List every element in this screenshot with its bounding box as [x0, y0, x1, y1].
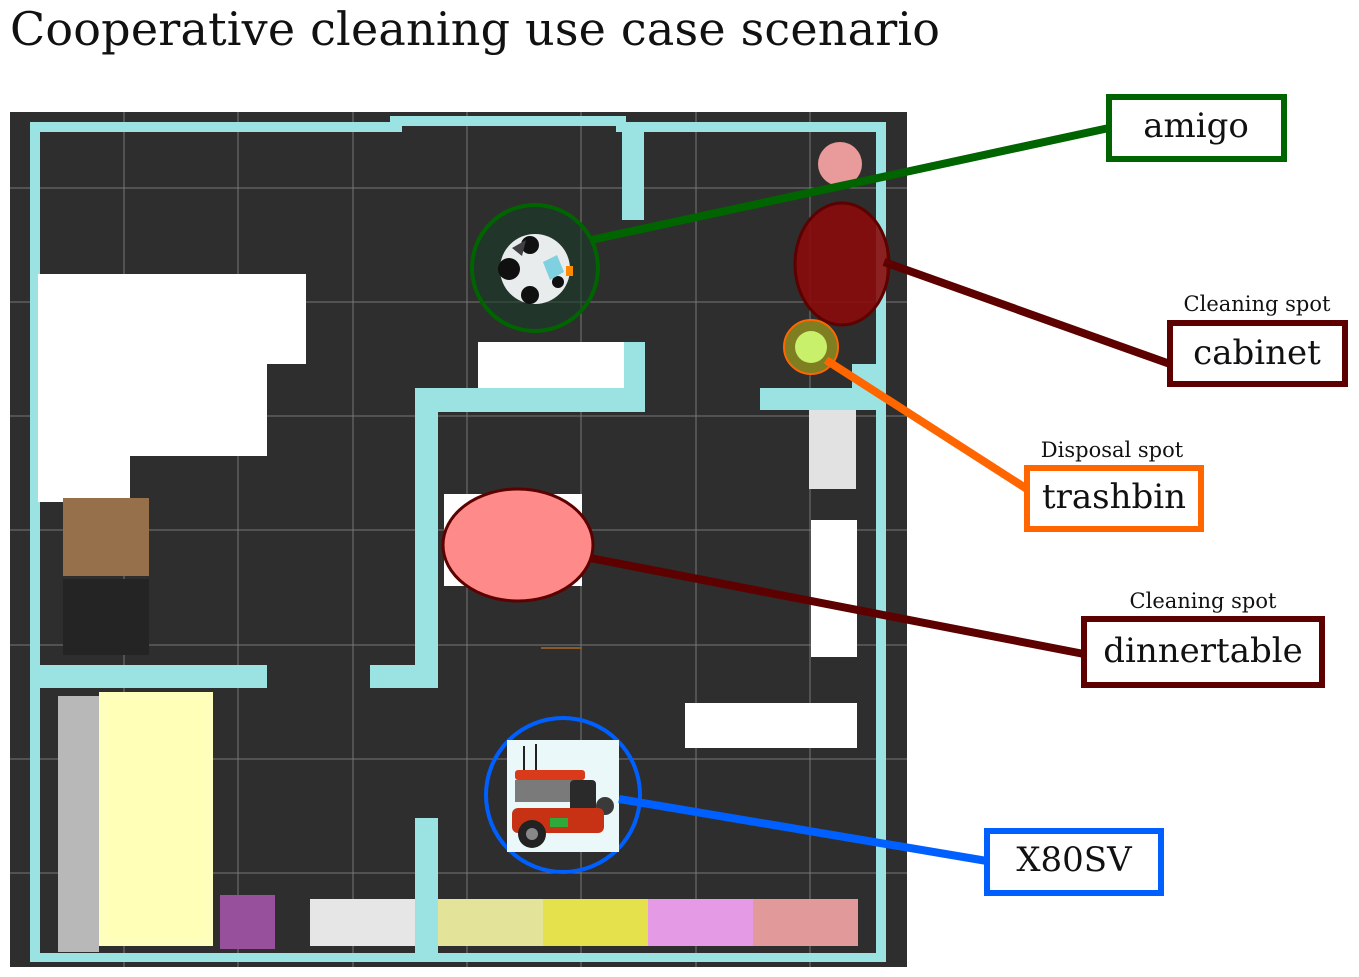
- callout-x80sv: X80SV: [984, 828, 1164, 896]
- counter-khaki: [438, 899, 543, 946]
- trashbin-spot: [795, 331, 827, 363]
- counter-light: [310, 899, 415, 946]
- brown-cabinet: [63, 498, 149, 576]
- purple-box: [220, 895, 275, 949]
- amigo-robot-icon: [470, 203, 600, 333]
- cabinet-label: cabinet: [1193, 333, 1321, 373]
- trashbin-leader-line: [823, 356, 1030, 493]
- cabinet-highlight: [793, 201, 891, 327]
- amigo-leader-line: [590, 124, 1110, 244]
- right-block-3: [685, 703, 857, 748]
- shelf-block: [478, 342, 624, 388]
- amigo-label: amigo: [1143, 106, 1249, 146]
- dinnertable-label: dinnertable: [1103, 631, 1303, 671]
- callout-amigo: amigo: [1106, 94, 1287, 162]
- dinnertable-label-box: [1081, 616, 1325, 688]
- dinnertable-highlight: [441, 487, 595, 603]
- counter-yellow: [543, 899, 648, 946]
- counter-pink: [648, 899, 753, 946]
- map-walls: [30, 116, 886, 962]
- cabinet-caption: Cleaning spot: [1184, 292, 1331, 316]
- trashbin-label-box: [1024, 465, 1204, 532]
- dinnertable-caption: Cleaning spot: [1130, 589, 1277, 613]
- x80sv-robot-icon: [484, 716, 642, 874]
- amigo-label-box: [1106, 94, 1287, 162]
- page-title: Cooperative cleaning use case scenario: [10, 2, 941, 56]
- x80sv-leader-line: [618, 795, 988, 865]
- dinnertable-leader-line: [589, 554, 1085, 658]
- cabinet-label-box: [1167, 320, 1348, 387]
- couch-block: [38, 274, 306, 502]
- trashbin-caption: Disposal spot: [1041, 438, 1184, 462]
- dark-block: [63, 579, 149, 655]
- callout-cabinet: Cleaning spot cabinet: [1167, 292, 1348, 387]
- callout-trashbin: Disposal spot trashbin: [1024, 438, 1204, 532]
- right-block-1: [809, 410, 856, 489]
- pink-round-object: [818, 142, 862, 186]
- trashbin-label: trashbin: [1042, 477, 1186, 517]
- x80sv-label-box: [984, 828, 1164, 896]
- cabinet-leader-line: [882, 258, 1172, 368]
- right-block-2: [811, 520, 857, 657]
- x80sv-label: X80SV: [1016, 840, 1133, 880]
- leader-lines: [589, 124, 1172, 865]
- counter-salmon: [753, 899, 858, 946]
- callout-dinnertable: Cleaning spot dinnertable: [1081, 589, 1325, 688]
- grey-closet: [58, 696, 99, 952]
